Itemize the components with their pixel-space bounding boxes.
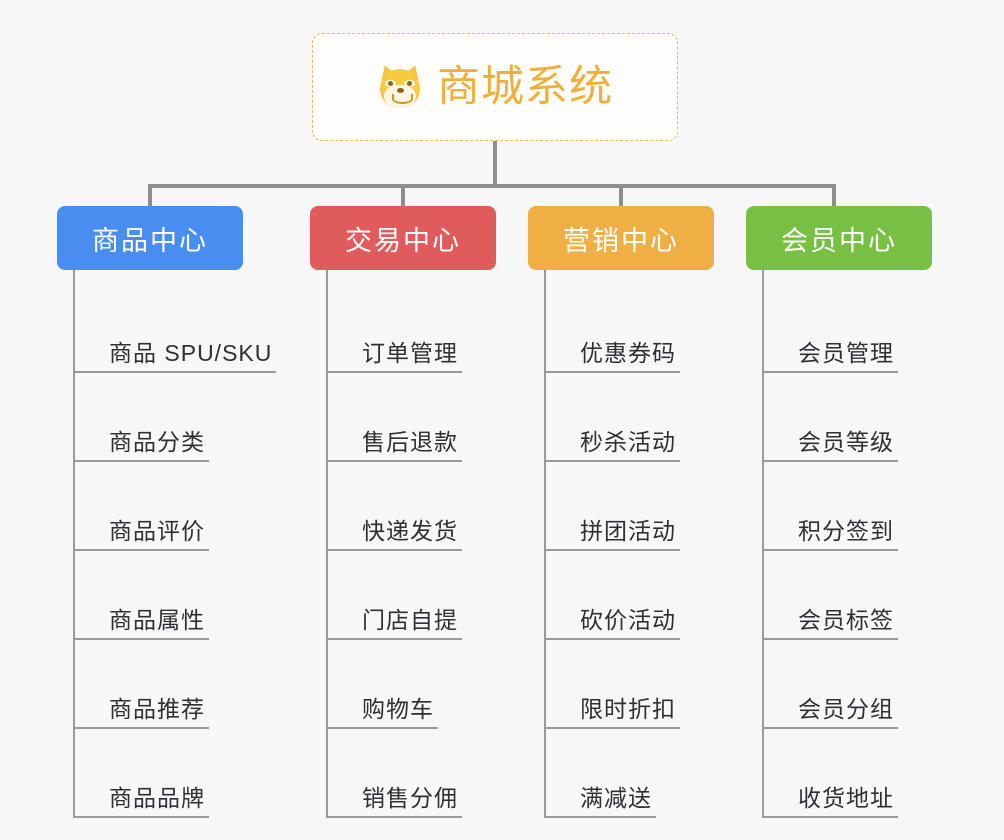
list-item-rule — [546, 816, 656, 818]
list-item[interactable]: 拼团活动 — [546, 462, 728, 551]
list-item-rule — [764, 371, 898, 373]
list-item-rule — [328, 816, 462, 818]
list-item[interactable]: 门店自提 — [328, 551, 520, 640]
list-item-rule — [328, 638, 462, 640]
leaf-list-member-center: 会员管理 会员等级 积分签到 会员标签 会员分组 收货地址 — [762, 270, 946, 818]
list-item-label: 商品属性 — [109, 607, 205, 633]
list-item[interactable]: 收货地址 — [764, 729, 946, 818]
list-item-label: 会员管理 — [798, 340, 894, 366]
list-item[interactable]: 商品分类 — [75, 373, 287, 462]
list-item-rule — [75, 549, 209, 551]
list-item[interactable]: 会员管理 — [764, 284, 946, 373]
connector-horizontal-bus — [148, 184, 835, 188]
list-item-label: 快递发货 — [362, 518, 458, 544]
list-item[interactable]: 售后退款 — [328, 373, 520, 462]
list-item-label: 积分签到 — [798, 518, 894, 544]
list-item[interactable]: 会员分组 — [764, 640, 946, 729]
connector-drop-1 — [148, 184, 152, 208]
list-item-rule — [328, 727, 438, 729]
list-item[interactable]: 快递发货 — [328, 462, 520, 551]
list-item-label: 商品评价 — [109, 518, 205, 544]
category-header-label: 交易中心 — [345, 225, 461, 256]
category-header-label: 会员中心 — [781, 225, 897, 256]
list-item-rule — [328, 549, 462, 551]
list-item[interactable]: 砍价活动 — [546, 551, 728, 640]
list-item[interactable]: 限时折扣 — [546, 640, 728, 729]
list-item-label: 收货地址 — [798, 785, 894, 811]
list-item-label: 售后退款 — [362, 429, 458, 455]
list-item[interactable]: 商品评价 — [75, 462, 287, 551]
list-item[interactable]: 商品属性 — [75, 551, 287, 640]
list-item-label: 商品 SPU/SKU — [109, 340, 273, 366]
list-item-rule — [546, 727, 680, 729]
list-item[interactable]: 优惠券码 — [546, 284, 728, 373]
list-item-rule — [328, 460, 462, 462]
list-item-rule — [764, 727, 898, 729]
list-item-label: 砍价活动 — [580, 607, 676, 633]
list-item-rule — [546, 460, 680, 462]
list-item-label: 购物车 — [362, 696, 434, 722]
category-header-trade-center[interactable]: 交易中心 — [310, 206, 496, 270]
list-item-label: 销售分佣 — [362, 785, 458, 811]
connector-drop-2 — [401, 184, 405, 208]
list-item-label: 满减送 — [580, 785, 652, 811]
list-item[interactable]: 购物车 — [328, 640, 520, 729]
list-item[interactable]: 秒杀活动 — [546, 373, 728, 462]
connector-drop-3 — [619, 184, 623, 208]
list-item[interactable]: 会员等级 — [764, 373, 946, 462]
list-item-rule — [75, 460, 209, 462]
leaf-list-product-center: 商品 SPU/SKU 商品分类 商品评价 商品属性 商品推荐 商品品牌 — [73, 270, 287, 818]
list-item-label: 拼团活动 — [580, 518, 676, 544]
list-item-label: 门店自提 — [362, 607, 458, 633]
list-item-label: 商品品牌 — [109, 785, 205, 811]
category-header-label: 商品中心 — [92, 225, 208, 256]
list-item-label: 优惠券码 — [580, 340, 676, 366]
list-item-rule — [75, 638, 209, 640]
leaf-list-trade-center: 订单管理 售后退款 快递发货 门店自提 购物车 销售分佣 — [326, 270, 520, 818]
category-column-marketing-center: 营销中心 优惠券码 秒杀活动 拼团活动 砍价活动 限时折扣 — [528, 206, 728, 818]
list-item-label: 订单管理 — [362, 340, 458, 366]
list-item[interactable]: 会员标签 — [764, 551, 946, 640]
list-item-rule — [75, 371, 276, 373]
list-item[interactable]: 积分签到 — [764, 462, 946, 551]
list-item-label: 会员标签 — [798, 607, 894, 633]
list-item-rule — [764, 549, 898, 551]
list-item[interactable]: 订单管理 — [328, 284, 520, 373]
category-column-product-center: 商品中心 商品 SPU/SKU 商品分类 商品评价 商品属性 商品推荐 — [57, 206, 287, 818]
list-item-rule — [546, 638, 680, 640]
category-column-member-center: 会员中心 会员管理 会员等级 积分签到 会员标签 会员分组 — [746, 206, 946, 818]
list-item[interactable]: 满减送 — [546, 729, 728, 818]
list-item-rule — [546, 371, 680, 373]
list-item-rule — [328, 371, 462, 373]
list-item-label: 商品分类 — [109, 429, 205, 455]
category-header-product-center[interactable]: 商品中心 — [57, 206, 243, 270]
category-column-trade-center: 交易中心 订单管理 售后退款 快递发货 门店自提 购物车 — [310, 206, 520, 818]
connector-drop-4 — [832, 184, 836, 208]
list-item-rule — [764, 638, 898, 640]
category-header-label: 营销中心 — [563, 225, 679, 256]
list-item-rule — [546, 549, 680, 551]
list-item[interactable]: 商品推荐 — [75, 640, 287, 729]
list-item[interactable]: 商品 SPU/SKU — [75, 284, 287, 373]
shiba-inu-dog-face-icon — [377, 62, 423, 110]
list-item-rule — [764, 816, 898, 818]
root-node-title: 商城系统 — [437, 62, 613, 111]
list-item[interactable]: 商品品牌 — [75, 729, 287, 818]
root-node-mall-system[interactable]: 商城系统 — [312, 33, 678, 141]
list-item-label: 商品推荐 — [109, 696, 205, 722]
list-item-rule — [764, 460, 898, 462]
leaf-list-marketing-center: 优惠券码 秒杀活动 拼团活动 砍价活动 限时折扣 满减送 — [544, 270, 728, 818]
list-item-rule — [75, 816, 209, 818]
connector-root-stem — [493, 141, 497, 186]
category-header-marketing-center[interactable]: 营销中心 — [528, 206, 714, 270]
list-item[interactable]: 销售分佣 — [328, 729, 520, 818]
list-item-label: 会员等级 — [798, 429, 894, 455]
list-item-label: 限时折扣 — [580, 696, 676, 722]
list-item-label: 秒杀活动 — [580, 429, 676, 455]
list-item-rule — [75, 727, 209, 729]
list-item-label: 会员分组 — [798, 696, 894, 722]
category-header-member-center[interactable]: 会员中心 — [746, 206, 932, 270]
